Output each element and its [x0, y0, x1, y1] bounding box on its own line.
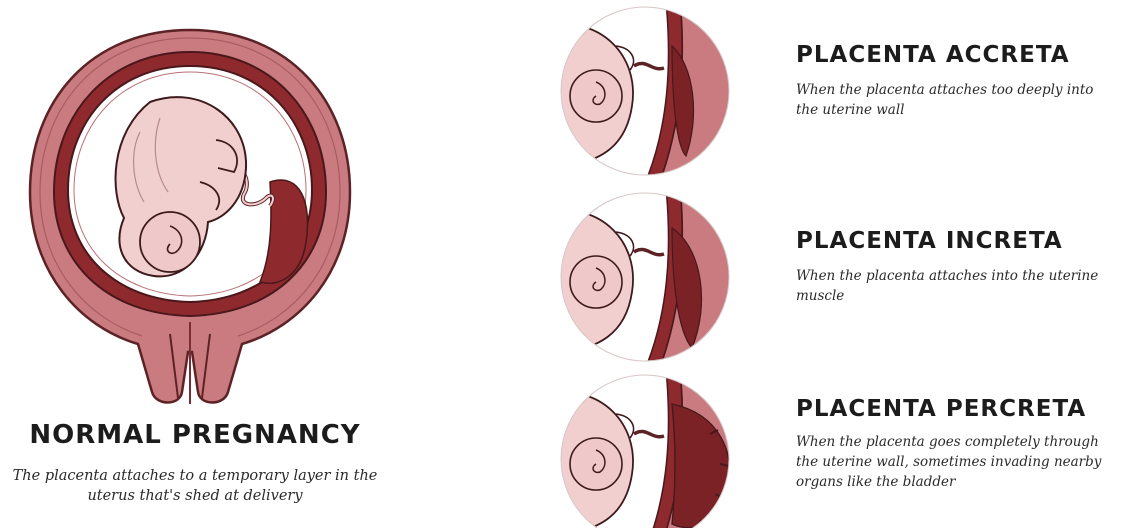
placenta-accreta-description: When the placenta attaches too deeply in… [796, 80, 1116, 120]
placenta-increta-description: When the placenta attaches into the uter… [796, 266, 1116, 306]
placenta-percreta-illustration [560, 374, 730, 528]
placenta-percreta-title: PLACENTA PERCRETA [796, 396, 1086, 422]
placenta-increta-title: PLACENTA INCRETA [796, 228, 1063, 254]
normal-pregnancy-description: The placenta attaches to a temporary lay… [0, 466, 390, 506]
uterus-fetus-illustration [20, 22, 360, 412]
normal-pregnancy-title: NORMAL PREGNANCY [0, 420, 390, 450]
placenta-increta-section: PLACENTA INCRETA When the placenta attac… [560, 192, 1120, 362]
placenta-accreta-section: PLACENTA ACCRETA When the placenta attac… [560, 6, 1120, 176]
placenta-percreta-section: PLACENTA PERCRETA When the placenta goes… [560, 374, 1120, 528]
placenta-accreta-illustration [560, 6, 730, 176]
placenta-increta-illustration [560, 192, 730, 362]
placenta-percreta-description: When the placenta goes completely throug… [796, 432, 1116, 492]
placenta-accreta-title: PLACENTA ACCRETA [796, 42, 1070, 68]
